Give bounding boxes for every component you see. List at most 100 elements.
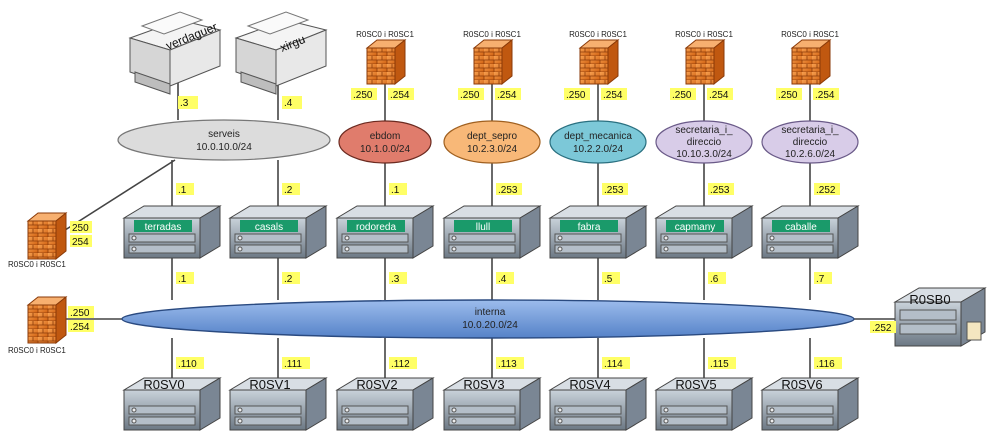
server: terradas [122,205,222,259]
ip-tag: .114 [602,357,630,370]
tag-text: .4 [498,274,507,285]
tag-text: .115 [710,359,729,370]
firewall-label: R0SC0 i R0SC1 [8,346,66,355]
server-name: R0SV3 [463,377,504,392]
tag-text: .250 [353,90,373,101]
tag-text: .116 [816,359,835,370]
firewall-label: R0SC0 i R0SC1 [356,30,414,39]
firewall [365,38,407,86]
firewall-label: R0SC0 i R0SC1 [675,30,733,39]
printer-xirgu: xirgu [234,11,328,95]
network-name: dept_mecanica [564,131,632,142]
network-subnet: 10.0.10.0/24 [196,142,252,153]
ip-tag: .3 [389,272,407,285]
printer-tag-verdaguer: .3 [178,96,198,109]
server: casals [228,205,328,259]
ip-tag: .6 [708,272,726,285]
firewall-label: R0SC0 i R0SC1 [569,30,627,39]
network-subnet: 10.10.3.0/24 [676,149,732,160]
server: rodoreda [335,205,435,259]
tag-text: .254 [70,322,90,333]
ip-tag: .250 [564,88,590,101]
network-subnet: 10.2.2.0/24 [573,144,623,155]
network-secretaria-1: secretaria_i_ direccio 10.10.3.0/24 [655,120,753,164]
network-interna: interna 10.0.20.0/24 [121,299,855,339]
server-name: R0SV0 [143,377,184,392]
ip-tag: .254 [495,88,521,101]
server: R0SV5 [654,377,754,431]
side-firewall-lower: .250 .254 R0SC0 i R0SC1 [8,295,94,355]
network-ebdom: ebdom 10.1.0.0/24 [338,120,432,164]
printer-tag-xirgu: .4 [282,96,302,109]
firewall [790,38,832,86]
network-name: dept_sepro [467,131,517,142]
ip-tag: .250 [776,88,802,101]
server-name: R0SV6 [781,377,822,392]
network-subnet: 10.2.3.0/24 [467,144,517,155]
tag-text: .1 [178,274,187,285]
network-name-2: direccio [687,137,722,148]
server-name: casals [255,222,283,233]
network-subnet: 10.0.20.0/24 [462,320,518,331]
ip-tag: .2 [282,183,300,196]
ip-tag: .254 [813,88,839,101]
ip-tag: .254 [707,88,733,101]
network-secretaria-2: secretaria_i_ direccio 10.2.6.0/24 [761,120,859,164]
server: R0SV4 [548,377,648,431]
network-subnet: 10.1.0.0/24 [360,144,410,155]
ip-tag: .250 [670,88,696,101]
tag-text: .7 [816,274,825,285]
tag-text: .3 [391,274,400,285]
ip-tag: .1 [176,272,194,285]
network-name: ebdom [370,131,401,142]
firewall-label: R0SC0 i R0SC1 [8,260,66,269]
server-name: R0SB0 [909,292,950,307]
server: R0SV0 [122,377,222,431]
ip-tag: .254 [388,88,414,101]
network-name: interna [475,307,506,318]
ip-tag: .7 [814,272,832,285]
ip-tag: .113 [496,357,524,370]
ip-tag: .252 [814,183,840,196]
ip-tag: .253 [496,183,522,196]
tag-text: .110 [178,359,197,370]
tag-text: .254 [709,90,729,101]
tag-text: .2 [284,185,293,196]
ip-tag: .116 [814,357,842,370]
ip-tag: .1 [389,183,407,196]
firewall [578,38,620,86]
tag-text: .2 [284,274,293,285]
tag-text: .250 [460,90,480,101]
tag-text: .250 [672,90,692,101]
ip-tag: .5 [602,272,620,285]
tag-text: .1 [178,185,187,196]
ip-tag: .115 [708,357,736,370]
server: caballe [760,205,860,259]
tag-text: .254 [603,90,623,101]
firewall [684,38,726,86]
firewall-label: R0SC0 i R0SC1 [781,30,839,39]
network-name: serveis [208,129,240,140]
server: R0SV1 [228,377,328,431]
links [60,80,898,378]
ip-tag: .253 [708,183,734,196]
printer-verdaguer: verdaguer [128,11,222,95]
ip-tag: .2 [282,272,300,285]
ip-tag: .112 [389,357,417,370]
server-name: llull [476,222,490,233]
tag-text: .253 [498,185,518,196]
network-name: secretaria_i_ [781,125,839,136]
ip-tag: .250 [351,88,377,101]
server: R0SV2 [335,377,435,431]
server-name: R0SV1 [249,377,290,392]
tag-text: .253 [710,185,730,196]
tag-text: .6 [710,274,719,285]
tag-text: .5 [604,274,613,285]
tag-text: .253 [604,185,624,196]
tag-text: .113 [498,359,517,370]
network-dept-mecanica: dept_mecanica 10.2.2.0/24 [549,120,647,164]
ip-tag: .111 [282,357,310,370]
firewall [472,38,514,86]
